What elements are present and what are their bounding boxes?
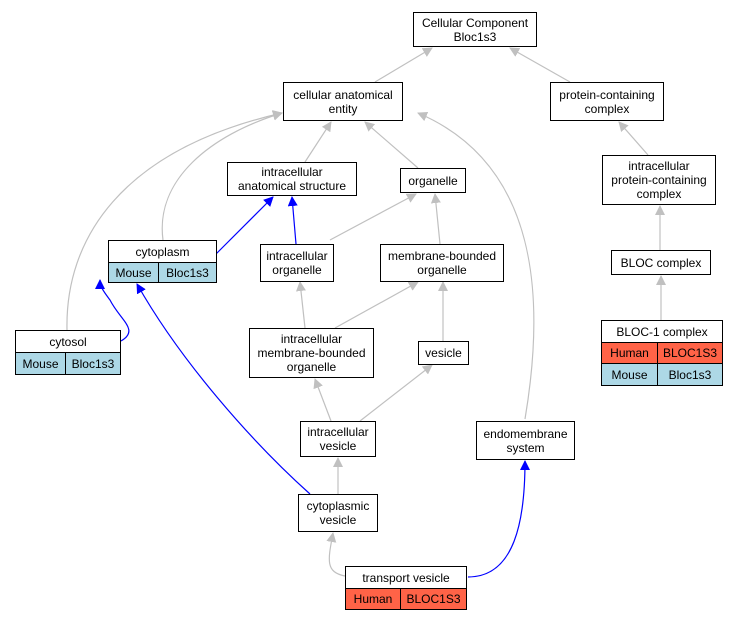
node-cellular-component[interactable]: Cellular Component Bloc1s3 bbox=[413, 12, 537, 47]
edge-tv-to-cv bbox=[326, 532, 346, 577]
edge-org-to-cae bbox=[364, 121, 419, 169]
cytoplasm-species-cell: Mouse bbox=[108, 262, 159, 283]
cytosol-gene-cell: Bloc1s3 bbox=[65, 352, 121, 375]
edge-cytosol-to-cyto bbox=[95, 279, 130, 342]
node-intracellular-anatomical-structure[interactable]: intracellular anatomical structure bbox=[227, 162, 357, 196]
node-intracellular-organelle[interactable]: intracellular organelle bbox=[260, 244, 334, 282]
node-protein-containing-complex[interactable]: protein-containing complex bbox=[550, 82, 664, 121]
edge-iorg-to-ias bbox=[287, 196, 298, 245]
edge-cv-to-cyto bbox=[136, 283, 311, 495]
edge-ipcc-to-pcc bbox=[618, 121, 649, 156]
node-cellular-anatomical-entity[interactable]: cellular anatomical entity bbox=[283, 82, 403, 121]
edge-cae-to-cc bbox=[374, 47, 433, 83]
transport-human-gene-cell: BLOC1S3 bbox=[400, 588, 467, 610]
edge-cyto-to-cae bbox=[161, 110, 283, 241]
node-intracellular-vesicle[interactable]: intracellular vesicle bbox=[300, 421, 376, 457]
edge-iv-to-ves bbox=[359, 364, 433, 422]
edge-ias-to-cae bbox=[304, 121, 332, 163]
edge-tv-to-endo bbox=[467, 460, 530, 578]
node-cytoplasmic-vesicle[interactable]: cytoplasmic vesicle bbox=[298, 494, 378, 532]
node-cytoplasm[interactable]: cytoplasm bbox=[108, 240, 217, 263]
edge-imbo-to-mbo bbox=[334, 281, 419, 329]
cytosol-species-cell: Mouse bbox=[15, 352, 66, 375]
edge-cyto-to-ias bbox=[215, 196, 274, 255]
edge-pcc-to-cc bbox=[509, 47, 571, 83]
node-membrane-bounded-organelle[interactable]: membrane-bounded organelle bbox=[380, 244, 504, 282]
edge-imbo-to-iorg bbox=[296, 281, 306, 329]
node-intracellular-protein-containing-complex[interactable]: intracellular protein-containing complex bbox=[602, 155, 716, 205]
node-vesicle[interactable]: vesicle bbox=[418, 341, 469, 365]
edge-cytosol-to-cae bbox=[66, 110, 283, 331]
bloc1-mouse-gene-cell: Bloc1s3 bbox=[657, 363, 723, 386]
cytoplasm-gene-cell: Bloc1s3 bbox=[158, 262, 217, 283]
node-endomembrane-system[interactable]: endomembrane system bbox=[476, 421, 575, 460]
edge-mbo-to-org bbox=[430, 193, 441, 245]
node-bloc-complex[interactable]: BLOC complex bbox=[611, 250, 711, 275]
bloc1-human-gene-cell: BLOC1S3 bbox=[657, 342, 723, 364]
bloc1-mouse-species-cell: Mouse bbox=[601, 363, 658, 386]
node-transport-vesicle[interactable]: transport vesicle bbox=[345, 566, 467, 589]
node-cytosol[interactable]: cytosol bbox=[15, 330, 121, 353]
edge-iv-to-imbo bbox=[313, 378, 332, 422]
edge-endo-to-cae bbox=[417, 111, 535, 420]
node-organelle[interactable]: organelle bbox=[400, 168, 466, 193]
transport-human-species-cell: Human bbox=[345, 588, 401, 610]
node-bloc1-complex[interactable]: BLOC-1 complex bbox=[601, 320, 723, 343]
edge-iorg-to-org bbox=[329, 193, 417, 241]
bloc1-human-species-cell: Human bbox=[601, 342, 658, 364]
node-intracellular-membrane-bounded-organelle[interactable]: intracellular membrane-bounded organelle bbox=[249, 328, 374, 378]
